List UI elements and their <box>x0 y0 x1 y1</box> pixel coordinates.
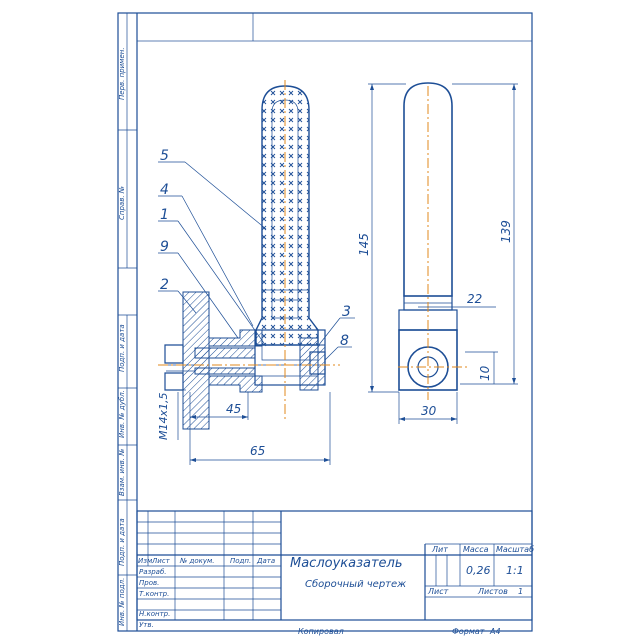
stamp-header-sign: Подп. <box>230 557 251 565</box>
callout-8: 8 <box>340 333 349 349</box>
callout-3: 3 <box>342 304 351 320</box>
callout-5: 5 <box>160 148 169 164</box>
stamp-header-date: Дата <box>256 557 275 565</box>
role-developer: Разраб. <box>139 568 167 576</box>
format-label: Формат <box>452 627 485 636</box>
side-dimensions <box>368 83 518 424</box>
title-block <box>136 510 533 621</box>
role-approver: Утв. <box>139 621 154 629</box>
side-view <box>398 82 470 400</box>
dim-thread: M14х1,5 <box>157 393 170 441</box>
role-norm-control: Н.контр. <box>139 610 170 618</box>
dim-30: 30 <box>421 404 437 418</box>
scale-header: Масштаб <box>496 545 534 554</box>
dim-145: 145 <box>357 233 371 256</box>
dim-10: 10 <box>478 365 492 381</box>
side-label-dup-inv: Инв. № дубл. <box>118 390 126 438</box>
top-stamp-box <box>136 12 533 42</box>
drawing-subtitle: Сборочный чертеж <box>305 578 406 590</box>
role-checker: Пров. <box>139 579 159 587</box>
callout-2: 2 <box>160 277 169 293</box>
sheet-frame <box>117 12 533 632</box>
side-label-sign-date-2: Подп. и дата <box>118 518 126 566</box>
left-side-strip: Перв. примен. Справ. № Подп. и дата Инв.… <box>118 13 138 631</box>
side-label-sign-date-1: Подп. и дата <box>118 324 126 372</box>
flange-plate <box>182 291 210 430</box>
dim-139: 139 <box>499 220 513 243</box>
sheets-value: 1 <box>518 587 523 596</box>
lit-header: Лит <box>431 545 448 554</box>
callout-9: 9 <box>160 239 169 255</box>
mass-header: Масса <box>463 545 489 554</box>
side-label-orig-inv: Инв. № подл. <box>118 578 126 626</box>
dim-22: 22 <box>467 292 482 306</box>
side-label-replace-inv: Взам. инв. № <box>118 448 126 496</box>
callout-1: 1 <box>160 207 169 223</box>
scale-value: 1:1 <box>506 564 524 577</box>
callout-4: 4 <box>160 182 169 198</box>
dim-45: 45 <box>226 402 241 416</box>
callout-lines <box>158 161 355 361</box>
copied-label: Копировал <box>298 627 344 636</box>
side-glass-tube <box>403 82 453 297</box>
stamp-header-change: Изм <box>138 557 153 565</box>
side-label-first-use: Перв. примен. <box>118 47 126 100</box>
stamp-header-docnum: № докум. <box>179 557 215 565</box>
role-tech-control: Т.контр. <box>139 590 169 598</box>
dim-65: 65 <box>250 444 265 458</box>
sheets-label: Листов <box>477 587 508 596</box>
sheet-label: Лист <box>427 587 449 596</box>
mass-value: 0,26 <box>466 564 491 577</box>
section-dimensions <box>172 389 331 465</box>
section-view <box>158 80 340 430</box>
stamp-header-sheet: Лист <box>151 557 171 565</box>
format-value: А4 <box>489 627 501 636</box>
drawing-title: Маслоуказатель <box>290 556 403 571</box>
glass-tube <box>255 85 319 346</box>
side-label-ref-no: Справ. № <box>118 186 126 220</box>
